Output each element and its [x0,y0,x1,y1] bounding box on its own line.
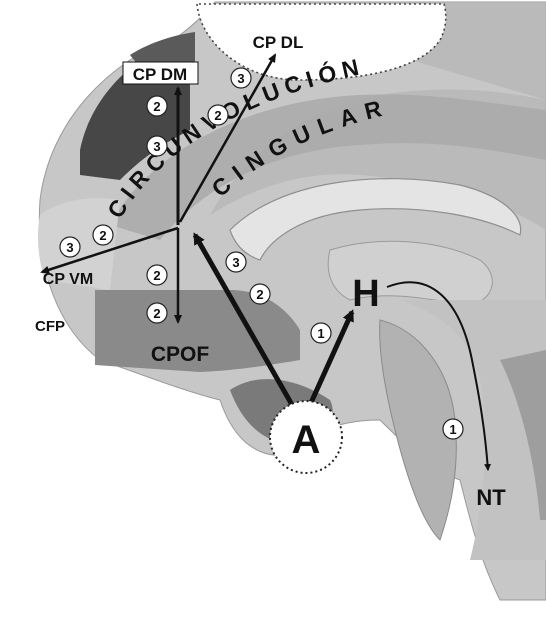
label-h: H [352,273,379,315]
badge-number: 3 [153,139,160,154]
badge-number: 2 [99,228,106,243]
badge-number: 2 [153,99,160,114]
label-cp-dm: CP DM [133,65,187,84]
label-a: A [292,418,321,462]
badge-number: 3 [66,240,73,255]
badge-number: 1 [317,326,324,341]
badge-number: 2 [153,268,160,283]
badge-number: 2 [256,287,263,302]
badge-number: 2 [153,306,160,321]
badge-number: 1 [449,422,456,437]
label-cp-dl: CP DL [253,33,304,52]
label-cpof: CPOF [151,343,210,366]
badge-number: 3 [237,71,244,86]
label-cfp: CFP [35,318,65,335]
label-cp-vm: CP VM [43,271,93,288]
label-nt: NT [476,485,506,510]
badge-number: 2 [214,108,221,123]
badge-number: 3 [232,255,239,270]
